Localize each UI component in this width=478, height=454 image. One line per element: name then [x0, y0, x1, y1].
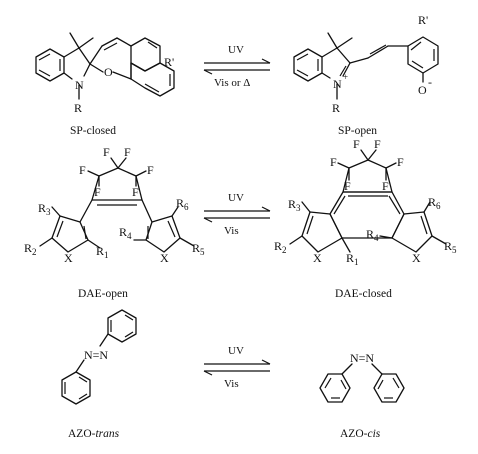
sp-forward-label: UV — [228, 44, 244, 56]
n-plus-atom: N — [333, 77, 342, 91]
r5-group: R — [192, 241, 200, 255]
x-atom: X — [412, 251, 421, 265]
dae-open-structure: F F F F F F R 3 R 2 X R 1 R 4 X R 6 R 5 — [24, 145, 205, 265]
f-atom: F — [374, 137, 381, 151]
r2-subscript: 2 — [282, 245, 287, 255]
r-prime-group: R' — [164, 55, 174, 69]
azo-cis-prefix: AZO- — [340, 428, 368, 440]
azo-cis-caption: AZO-cis — [340, 428, 381, 440]
f-atom: F — [353, 137, 360, 151]
r4-subscript: 4 — [374, 233, 379, 243]
r4-subscript: 4 — [127, 231, 132, 241]
sp-closed-structure: N O R R' — [35, 32, 175, 115]
r5-subscript: 5 — [452, 245, 457, 255]
r1-subscript: 1 — [354, 257, 359, 267]
azo-cis-isomer: cis — [367, 428, 380, 440]
dae-closed-structure: F F F F F F R 3 R 2 X R 1 R 4 X R 6 R 5 — [274, 137, 457, 267]
r-group: R — [332, 101, 340, 115]
positive-charge: + — [343, 72, 348, 82]
r6-group: R — [428, 195, 436, 209]
azo-trans-structure: N=N — [61, 309, 137, 405]
f-atom: F — [94, 185, 101, 199]
azo-trans-isomer: trans — [95, 428, 119, 440]
sp-open-structure: N + R O - R' — [293, 13, 439, 115]
dae-closed-caption: DAE-closed — [335, 288, 392, 300]
f-atom: F — [132, 185, 139, 199]
r-prime-group: R' — [418, 13, 428, 27]
azo-group: N=N — [84, 348, 108, 362]
sp-reverse-label: Vis or Δ — [214, 77, 250, 89]
r5-subscript: 5 — [200, 247, 205, 257]
f-atom: F — [147, 163, 154, 177]
azo-group: N=N — [350, 351, 374, 365]
o-atom: O — [104, 65, 113, 79]
f-atom: F — [79, 163, 86, 177]
r6-group: R — [176, 196, 184, 210]
azo-trans-prefix: AZO- — [68, 428, 96, 440]
r6-subscript: 6 — [184, 202, 189, 212]
sp-open-caption: SP-open — [338, 125, 377, 137]
negative-charge: - — [428, 75, 432, 89]
f-atom: F — [344, 179, 351, 193]
r4-group: R — [366, 227, 374, 241]
dae-open-caption: DAE-open — [78, 288, 128, 300]
azo-cis-structure: N=N — [319, 351, 405, 403]
r1-subscript: 1 — [104, 250, 109, 260]
x-atom: X — [313, 251, 322, 265]
r5-group: R — [444, 239, 452, 253]
dae-reverse-label: Vis — [224, 225, 239, 237]
r3-group: R — [288, 197, 296, 211]
r3-subscript: 3 — [46, 207, 51, 217]
dae-forward-label: UV — [228, 192, 244, 204]
r1-group: R — [96, 244, 104, 258]
r3-subscript: 3 — [296, 203, 301, 213]
r2-group: R — [24, 241, 32, 255]
sp-equilibrium-arrows — [203, 58, 271, 75]
f-atom: F — [397, 155, 404, 169]
azo-forward-label: UV — [228, 345, 244, 357]
f-atom: F — [124, 145, 131, 159]
r3-group: R — [38, 201, 46, 215]
azo-trans-caption: AZO-trans — [68, 428, 120, 440]
r2-group: R — [274, 239, 282, 253]
azo-reverse-label: Vis — [224, 378, 239, 390]
r2-subscript: 2 — [32, 247, 37, 257]
phenolate-o: O — [418, 83, 427, 97]
r1-group: R — [346, 251, 354, 265]
x-atom: X — [64, 251, 73, 265]
r4-group: R — [119, 225, 127, 239]
r6-subscript: 6 — [436, 201, 441, 211]
azo-equilibrium-arrows — [203, 359, 271, 376]
f-atom: F — [382, 179, 389, 193]
n-atom: N — [75, 78, 84, 92]
f-atom: F — [330, 155, 337, 169]
dae-equilibrium-arrows — [203, 206, 271, 223]
r-group: R — [74, 101, 82, 115]
x-atom: X — [160, 251, 169, 265]
f-atom: F — [103, 145, 110, 159]
sp-closed-caption: SP-closed — [70, 125, 116, 137]
